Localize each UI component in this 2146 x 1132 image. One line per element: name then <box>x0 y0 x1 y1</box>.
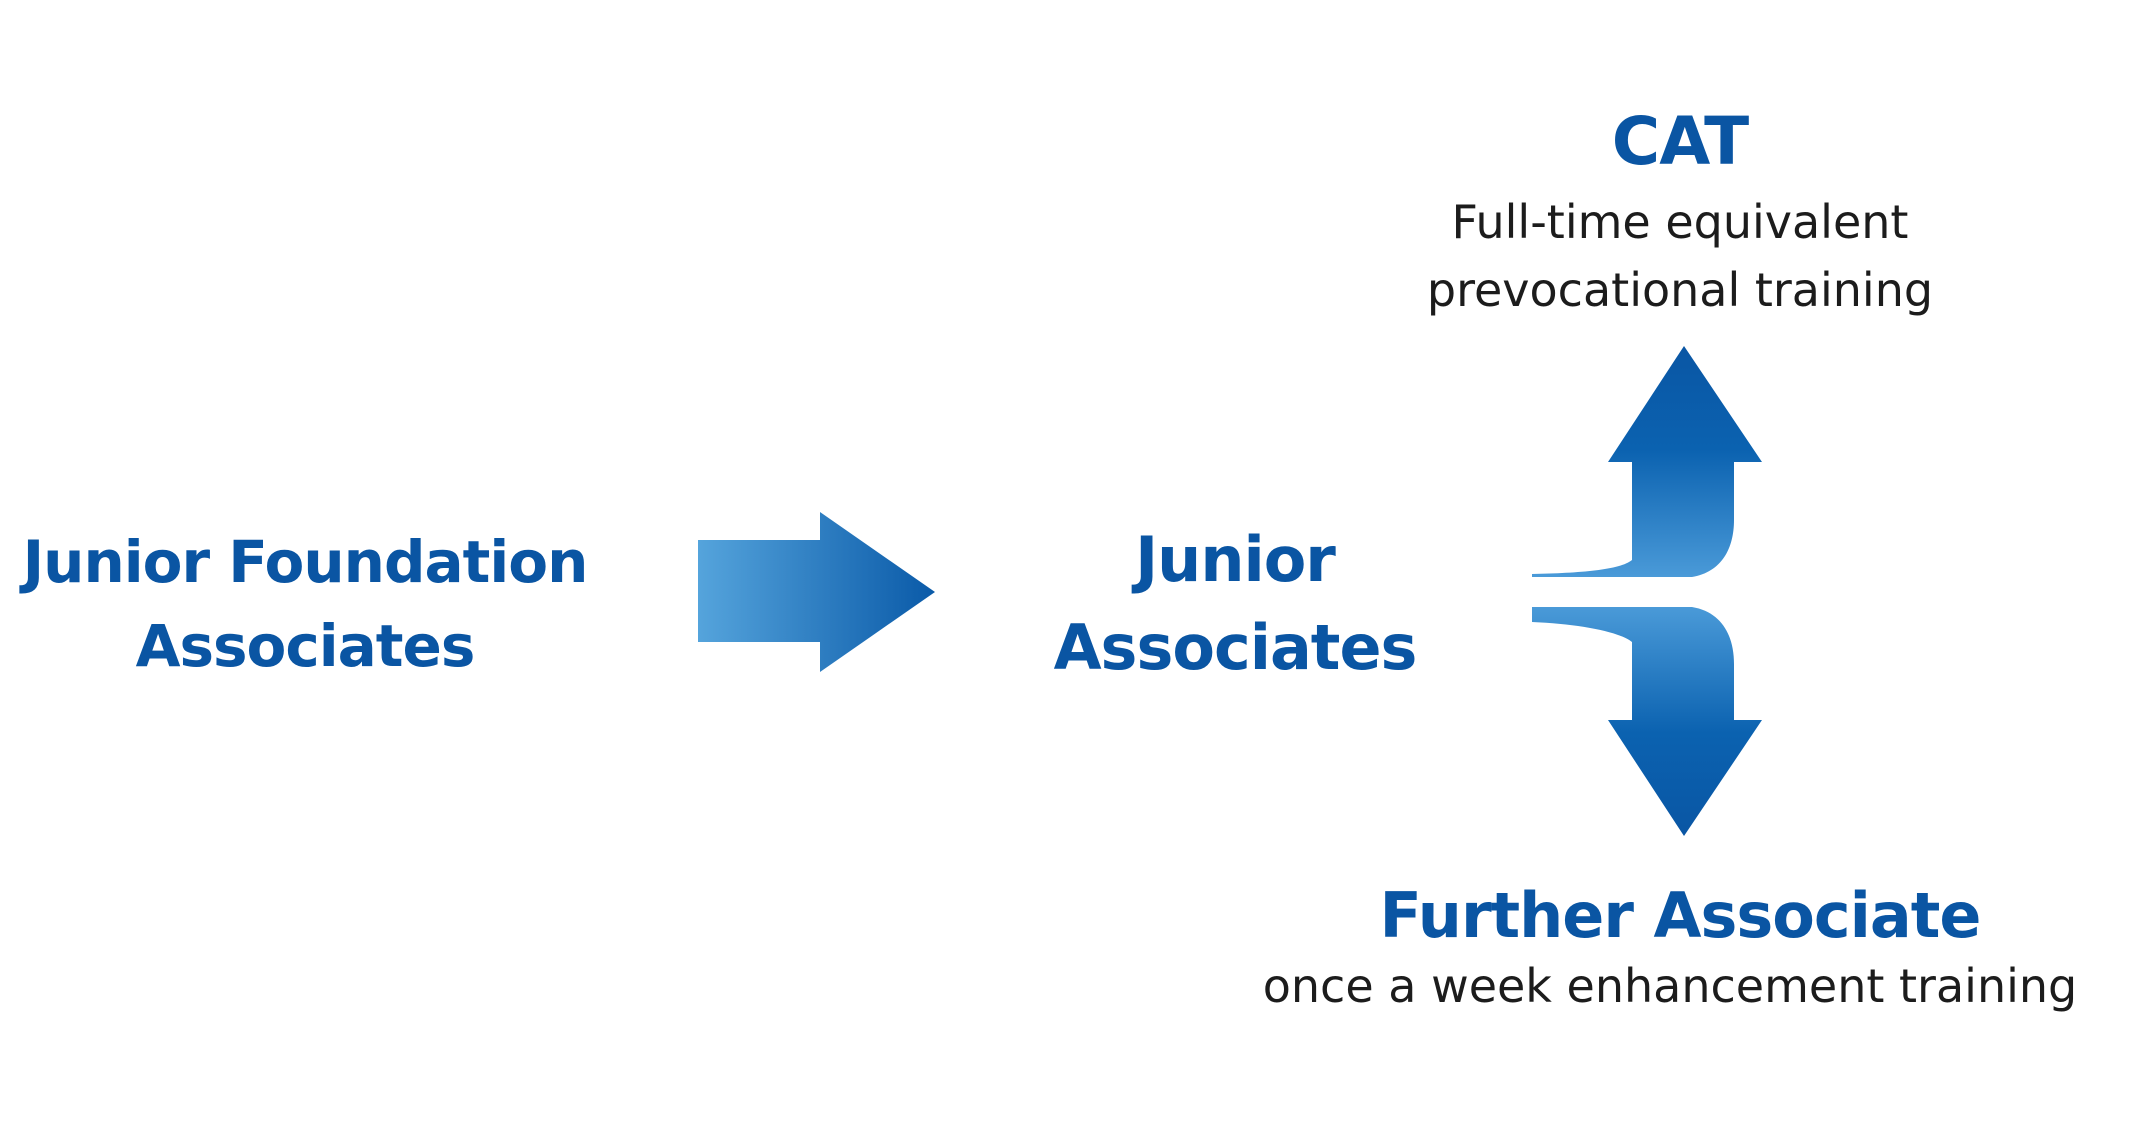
up-branch-arrow <box>1532 346 1762 577</box>
cat-title: CAT <box>1611 103 1749 180</box>
cat-description: Full-time equivalent prevocational train… <box>1340 188 2020 324</box>
junior-associates-line1: Junior <box>1135 523 1336 596</box>
junior-foundation-line2: Associates <box>135 612 476 680</box>
down-branch-arrow <box>1532 607 1762 836</box>
junior-associates-label: Junior Associates <box>1000 516 1470 692</box>
cat-description-line2: prevocational training <box>1426 263 1934 317</box>
right-arrow <box>698 512 935 672</box>
further-associate-title: Further Associate <box>1379 879 1982 952</box>
junior-foundation-line1: Junior Foundation <box>22 528 589 596</box>
junior-associates-line2: Associates <box>1053 611 1418 684</box>
junior-foundation-associates-label: Junior Foundation Associates <box>0 520 610 688</box>
cat-description-line1: Full-time equivalent <box>1451 195 1909 249</box>
further-associate-description: once a week enhancement training <box>1262 959 2078 1013</box>
